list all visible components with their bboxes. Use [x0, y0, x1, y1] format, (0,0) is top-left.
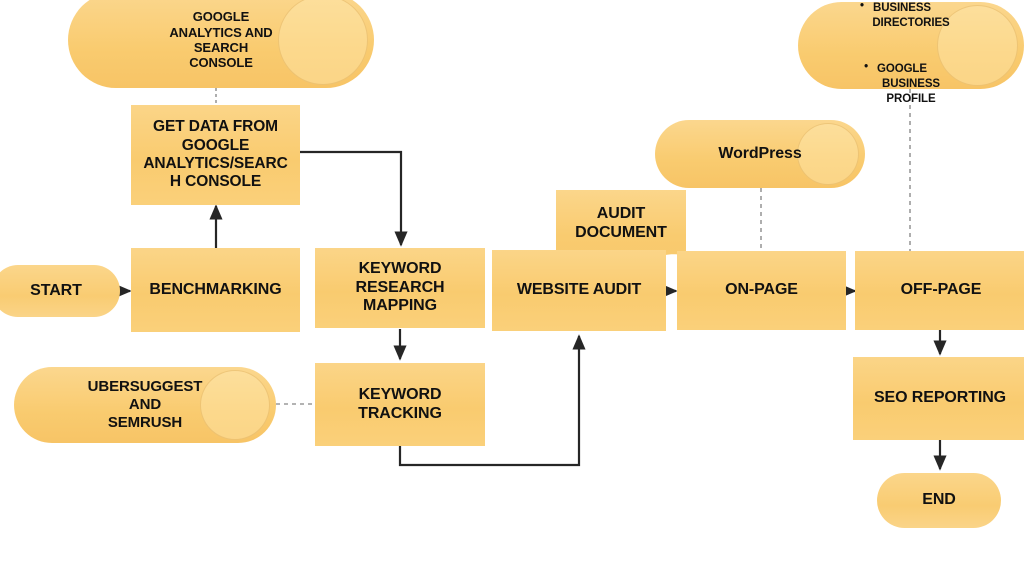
- node-label: KEYWORD TRACKING: [358, 385, 442, 422]
- node-label: END: [922, 491, 956, 509]
- bullet-dot-icon: •: [864, 61, 869, 74]
- node-website-audit[interactable]: WEBSITE AUDIT: [492, 250, 666, 331]
- node-label: GET DATA FROM GOOGLE ANALYTICS/SEARC H C…: [143, 118, 288, 191]
- bullet-dot-icon: •: [860, 0, 864, 13]
- cylinder-circle-icon: [278, 0, 368, 85]
- cylinder-circle-icon: [797, 123, 859, 185]
- node-label-secondary: GOOGLE BUSINESS PROFILE: [877, 63, 940, 105]
- node-label: AUDIT DOCUMENT: [575, 205, 667, 241]
- node-label: WEBSITE AUDIT: [516, 281, 642, 299]
- node-benchmarking[interactable]: BENCHMARKING: [131, 248, 300, 332]
- node-label: KEYWORD RESEARCH MAPPING: [355, 259, 445, 315]
- node-label: START: [30, 281, 82, 299]
- node-label: BENCHMARKING: [149, 280, 282, 298]
- node-ubersuggest-and-semrush[interactable]: UBERSUGGEST AND SEMRUSH: [14, 367, 276, 443]
- document-shape-icon: [556, 190, 686, 267]
- node-off-page[interactable]: OFF-PAGE: [855, 251, 1024, 330]
- node-label: OFF-PAGE: [900, 281, 982, 299]
- node-on-page[interactable]: ON-PAGE: [677, 251, 846, 330]
- node-label: GOOGLE ANALYTICS AND SEARCH CONSOLE: [169, 9, 273, 71]
- node-wordpress[interactable]: WordPress: [655, 120, 865, 188]
- node-end[interactable]: END: [877, 473, 1001, 528]
- node-audit-document[interactable]: AUDIT DOCUMENT: [556, 190, 686, 270]
- node-label: BUSINESS DIRECTORIES: [872, 2, 950, 30]
- node-keyword-tracking[interactable]: KEYWORD TRACKING: [315, 363, 485, 446]
- cylinder-circle-icon: [200, 370, 270, 440]
- node-seo-reporting[interactable]: SEO REPORTING: [853, 357, 1024, 440]
- node-label: SEO REPORTING: [873, 389, 1007, 407]
- node-label: WordPress: [718, 144, 802, 162]
- node-label: ON-PAGE: [725, 281, 798, 299]
- node-get-data-from-google-analytics-search-console[interactable]: GET DATA FROM GOOGLE ANALYTICS/SEARC H C…: [131, 105, 300, 205]
- edge-getdata-to-keywordresearch: [300, 150, 408, 247]
- node-bullet-list: • BUSINESS DIRECTORIES • GOOGLE BUSINESS P…: [860, 0, 950, 106]
- node-keyword-research-mapping[interactable]: KEYWORD RESEARCH MAPPING: [315, 248, 485, 328]
- node-business-directories[interactable]: • BUSINESS DIRECTORIES • GOOGLE BUSINESS P…: [798, 0, 1024, 105]
- node-start[interactable]: START: [0, 265, 120, 317]
- node-google-analytics-search-console[interactable]: GOOGLE ANALYTICS AND SEARCH CONSOLE: [68, 0, 374, 88]
- node-label: UBERSUGGEST AND SEMRUSH: [87, 378, 203, 431]
